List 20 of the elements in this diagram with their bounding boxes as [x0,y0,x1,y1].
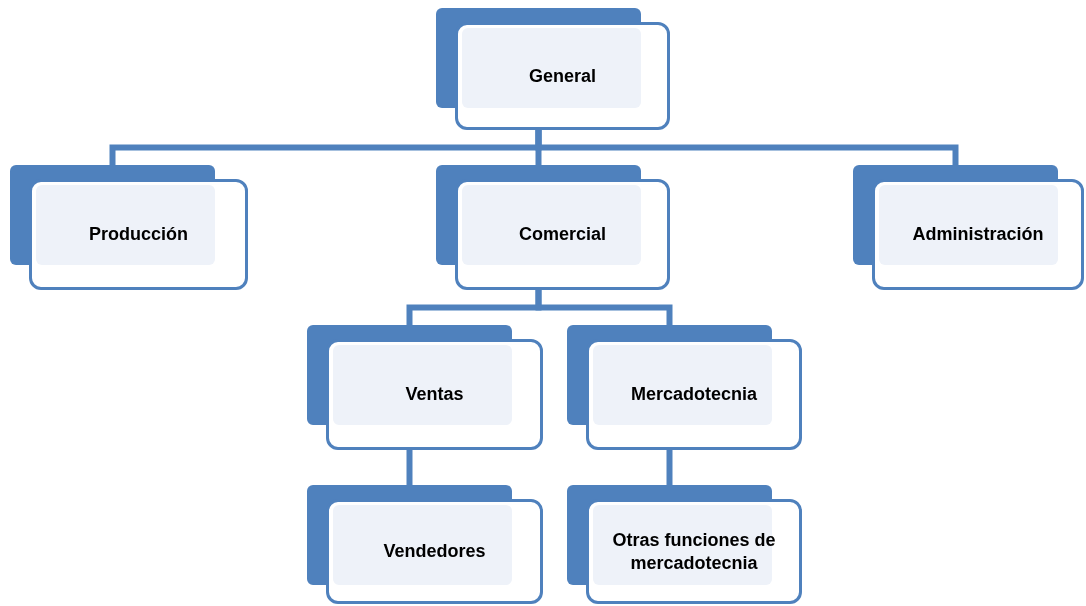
org-box [436,165,670,290]
box-label: General [528,64,596,88]
box-label: Comercial [518,223,606,246]
box-label: Mercadotecnia [630,383,757,406]
org-box [567,325,802,450]
org-box [853,165,1084,290]
org-box [307,325,543,450]
box-label: Vendedores [383,540,486,563]
org-box [10,165,248,290]
box-label: Otras funciones de mercadotecnia [611,529,777,574]
box-label: Administración [912,223,1044,246]
org-box [567,485,802,604]
org-box [436,8,670,130]
connector-line [666,450,673,485]
connector-line [535,290,673,325]
box-label: Ventas [405,383,464,406]
box-label: Producción [89,223,188,246]
connector-line [535,130,959,165]
connector-line [406,450,413,485]
org-box [307,485,543,604]
